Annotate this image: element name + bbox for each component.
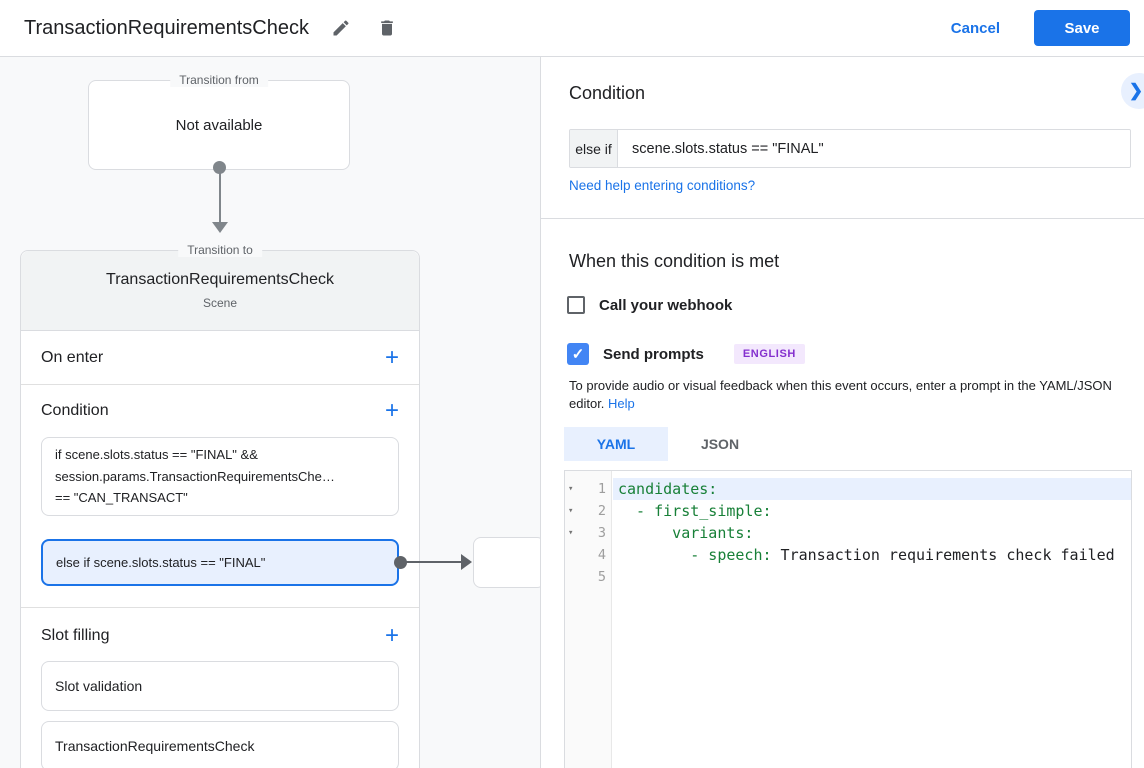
transition-target-node[interactable] [473,537,540,588]
code-line: variants: [613,522,1131,544]
condition-detail-panel: Condition ❯ else if Need help entering c… [540,57,1144,768]
transition-from-label: Transition from [170,73,268,87]
yaml-key: variants: [618,524,754,542]
add-on-enter-button[interactable]: + [384,343,399,371]
condition-section: Condition + if scene.slots.status == "FI… [21,385,419,608]
connector-dot [394,556,407,569]
call-webhook-checkbox[interactable] [567,296,585,314]
yaml-key: - speech: [618,546,772,564]
slot-item-transaction-check[interactable]: TransactionRequirementsCheck [41,720,399,768]
condition-expression-input[interactable] [618,130,1130,167]
condition-expression-group: else if [569,129,1131,168]
fold-arrow-icon[interactable]: ▾ [568,506,574,516]
send-prompts-row: ✓ Send prompts ENGLISH [567,343,805,365]
else-if-prefix: else if [570,130,618,167]
delete-scene-button[interactable] [369,10,405,46]
code-line: - first_simple: [613,500,1131,522]
condition-text-line: session.params.TransactionRequirementsCh… [55,468,335,484]
scene-name: TransactionRequirementsCheck [106,271,334,288]
editor-tabs: YAML JSON [564,427,772,461]
panel-title: Condition [569,83,646,103]
yaml-key: - first_simple: [618,502,772,520]
gutter-row: ▾ 3 [565,522,612,544]
line-number: 2 [597,503,606,519]
prompt-helper-text: To provide audio or visual feedback when… [569,377,1135,412]
on-enter-section: On enter + [21,331,419,385]
connector-line-horizontal [400,561,462,563]
on-enter-label: On enter [41,348,104,366]
add-condition-button[interactable]: + [384,397,399,424]
scene-card-header: TransactionRequirementsCheck Scene [21,251,419,331]
yaml-key: candidates: [618,480,718,498]
code-line: candidates: [613,478,1131,500]
line-number: 5 [597,569,606,585]
send-prompts-label[interactable]: Send prompts [603,345,704,363]
code-line: - speech: Transaction requirements check… [613,544,1131,566]
check-icon: ✓ [571,346,585,363]
tab-json[interactable]: JSON [700,436,740,452]
slot-filling-section: Slot filling + Slot validation Transacti… [21,608,419,768]
condition-text-line: == "CAN_TRANSACT" [55,490,188,505]
top-bar: TransactionRequirementsCheck Cancel Save [0,0,1144,57]
trash-icon [377,18,397,38]
arrow-down-icon [212,222,228,233]
gutter-row: ▾ 2 [565,500,612,522]
scene-diagram-panel: Transition from Not available Transition… [0,57,540,768]
slot-filling-label: Slot filling [41,627,110,644]
call-webhook-label[interactable]: Call your webhook [599,296,733,314]
fold-arrow-icon[interactable]: ▾ [568,528,574,538]
tab-yaml[interactable]: YAML [564,427,668,461]
line-number: 1 [597,481,606,497]
condition-text-line: if scene.slots.status == "FINAL" && [55,447,258,462]
line-number: 3 [597,525,606,541]
panel-divider [541,218,1144,219]
scene-type-label: Scene [202,296,238,310]
save-button[interactable]: Save [1034,10,1130,46]
editor-gutter-rows: ▾ 1 ▾ 2 ▾ 3 4 5 [565,478,612,588]
page-title: TransactionRequirementsCheck [24,16,309,39]
pencil-icon [331,18,351,38]
add-slot-button[interactable]: + [384,622,399,649]
line-number: 4 [597,547,606,563]
send-prompts-checkbox[interactable]: ✓ [567,343,589,365]
slot-filling-header: Slot filling + [21,622,419,651]
conditions-help-link[interactable]: Need help entering conditions? [569,178,756,193]
slot-item-validation[interactable]: Slot validation [41,660,399,711]
condition-label: Condition [41,402,109,419]
helper-text: To provide audio or visual feedback when… [569,378,1112,411]
code-line [613,566,1131,588]
connector-line-vertical [219,167,221,222]
gutter-row: 4 [565,544,612,566]
chevron-right-icon: ❯ [1128,81,1144,100]
gutter-row: 5 [565,566,612,588]
transition-to-label: Transition to [178,243,262,257]
condition-item-selected[interactable]: else if scene.slots.status == "FINAL" [41,538,399,586]
editor-code-area[interactable]: candidates: - first_simple: variants: - … [613,478,1131,588]
condition-met-title: When this condition is met [569,251,780,271]
scene-card: Transition to TransactionRequirementsChe… [20,243,420,768]
arrow-right-icon [461,554,472,570]
yaml-code-editor[interactable]: ▾ 1 ▾ 2 ▾ 3 4 5 [564,470,1132,768]
yaml-value: Transaction requirements check failed [771,546,1115,564]
gutter-row: ▾ 1 [565,478,612,500]
connector-dot [213,161,226,174]
webhook-row: Call your webhook [567,296,732,314]
collapse-panel-button[interactable]: ❯ [1121,73,1144,109]
cancel-button[interactable]: Cancel [950,19,1000,37]
editor-gutter [565,471,612,768]
fold-arrow-icon[interactable]: ▾ [568,484,574,494]
condition-item[interactable]: if scene.slots.status == "FINAL" && sess… [41,437,399,516]
language-badge: ENGLISH [733,344,805,364]
transition-from-content: Not available [175,116,263,134]
help-link[interactable]: Help [608,395,635,411]
transition-from-box: Transition from Not available [88,73,350,170]
condition-section-header: Condition + [21,385,419,437]
edit-scene-button[interactable] [323,10,359,46]
